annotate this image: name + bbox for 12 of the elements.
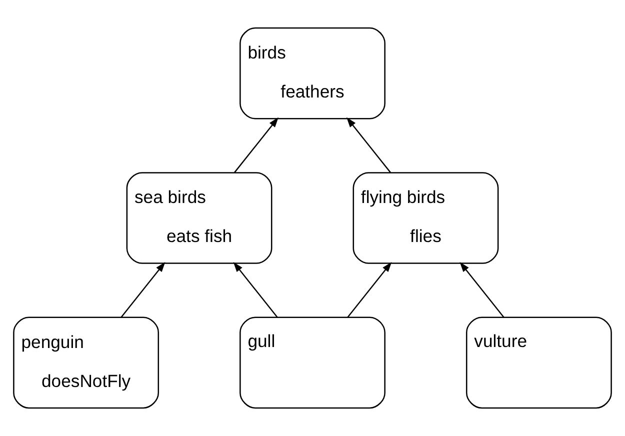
arrow (347, 262, 392, 318)
node-box: sea birds eats fish (126, 172, 272, 264)
node-box: flying birds flies (352, 172, 499, 264)
node-box: gull (240, 316, 386, 409)
node-box: penguin doesNotFly (13, 316, 160, 409)
node-box: vulture (466, 316, 612, 409)
arrow (460, 262, 504, 318)
arrow (234, 117, 278, 173)
arrow (120, 262, 166, 318)
arrow (233, 262, 278, 318)
arrow (346, 117, 392, 173)
node-box: birds feathers (240, 27, 386, 120)
